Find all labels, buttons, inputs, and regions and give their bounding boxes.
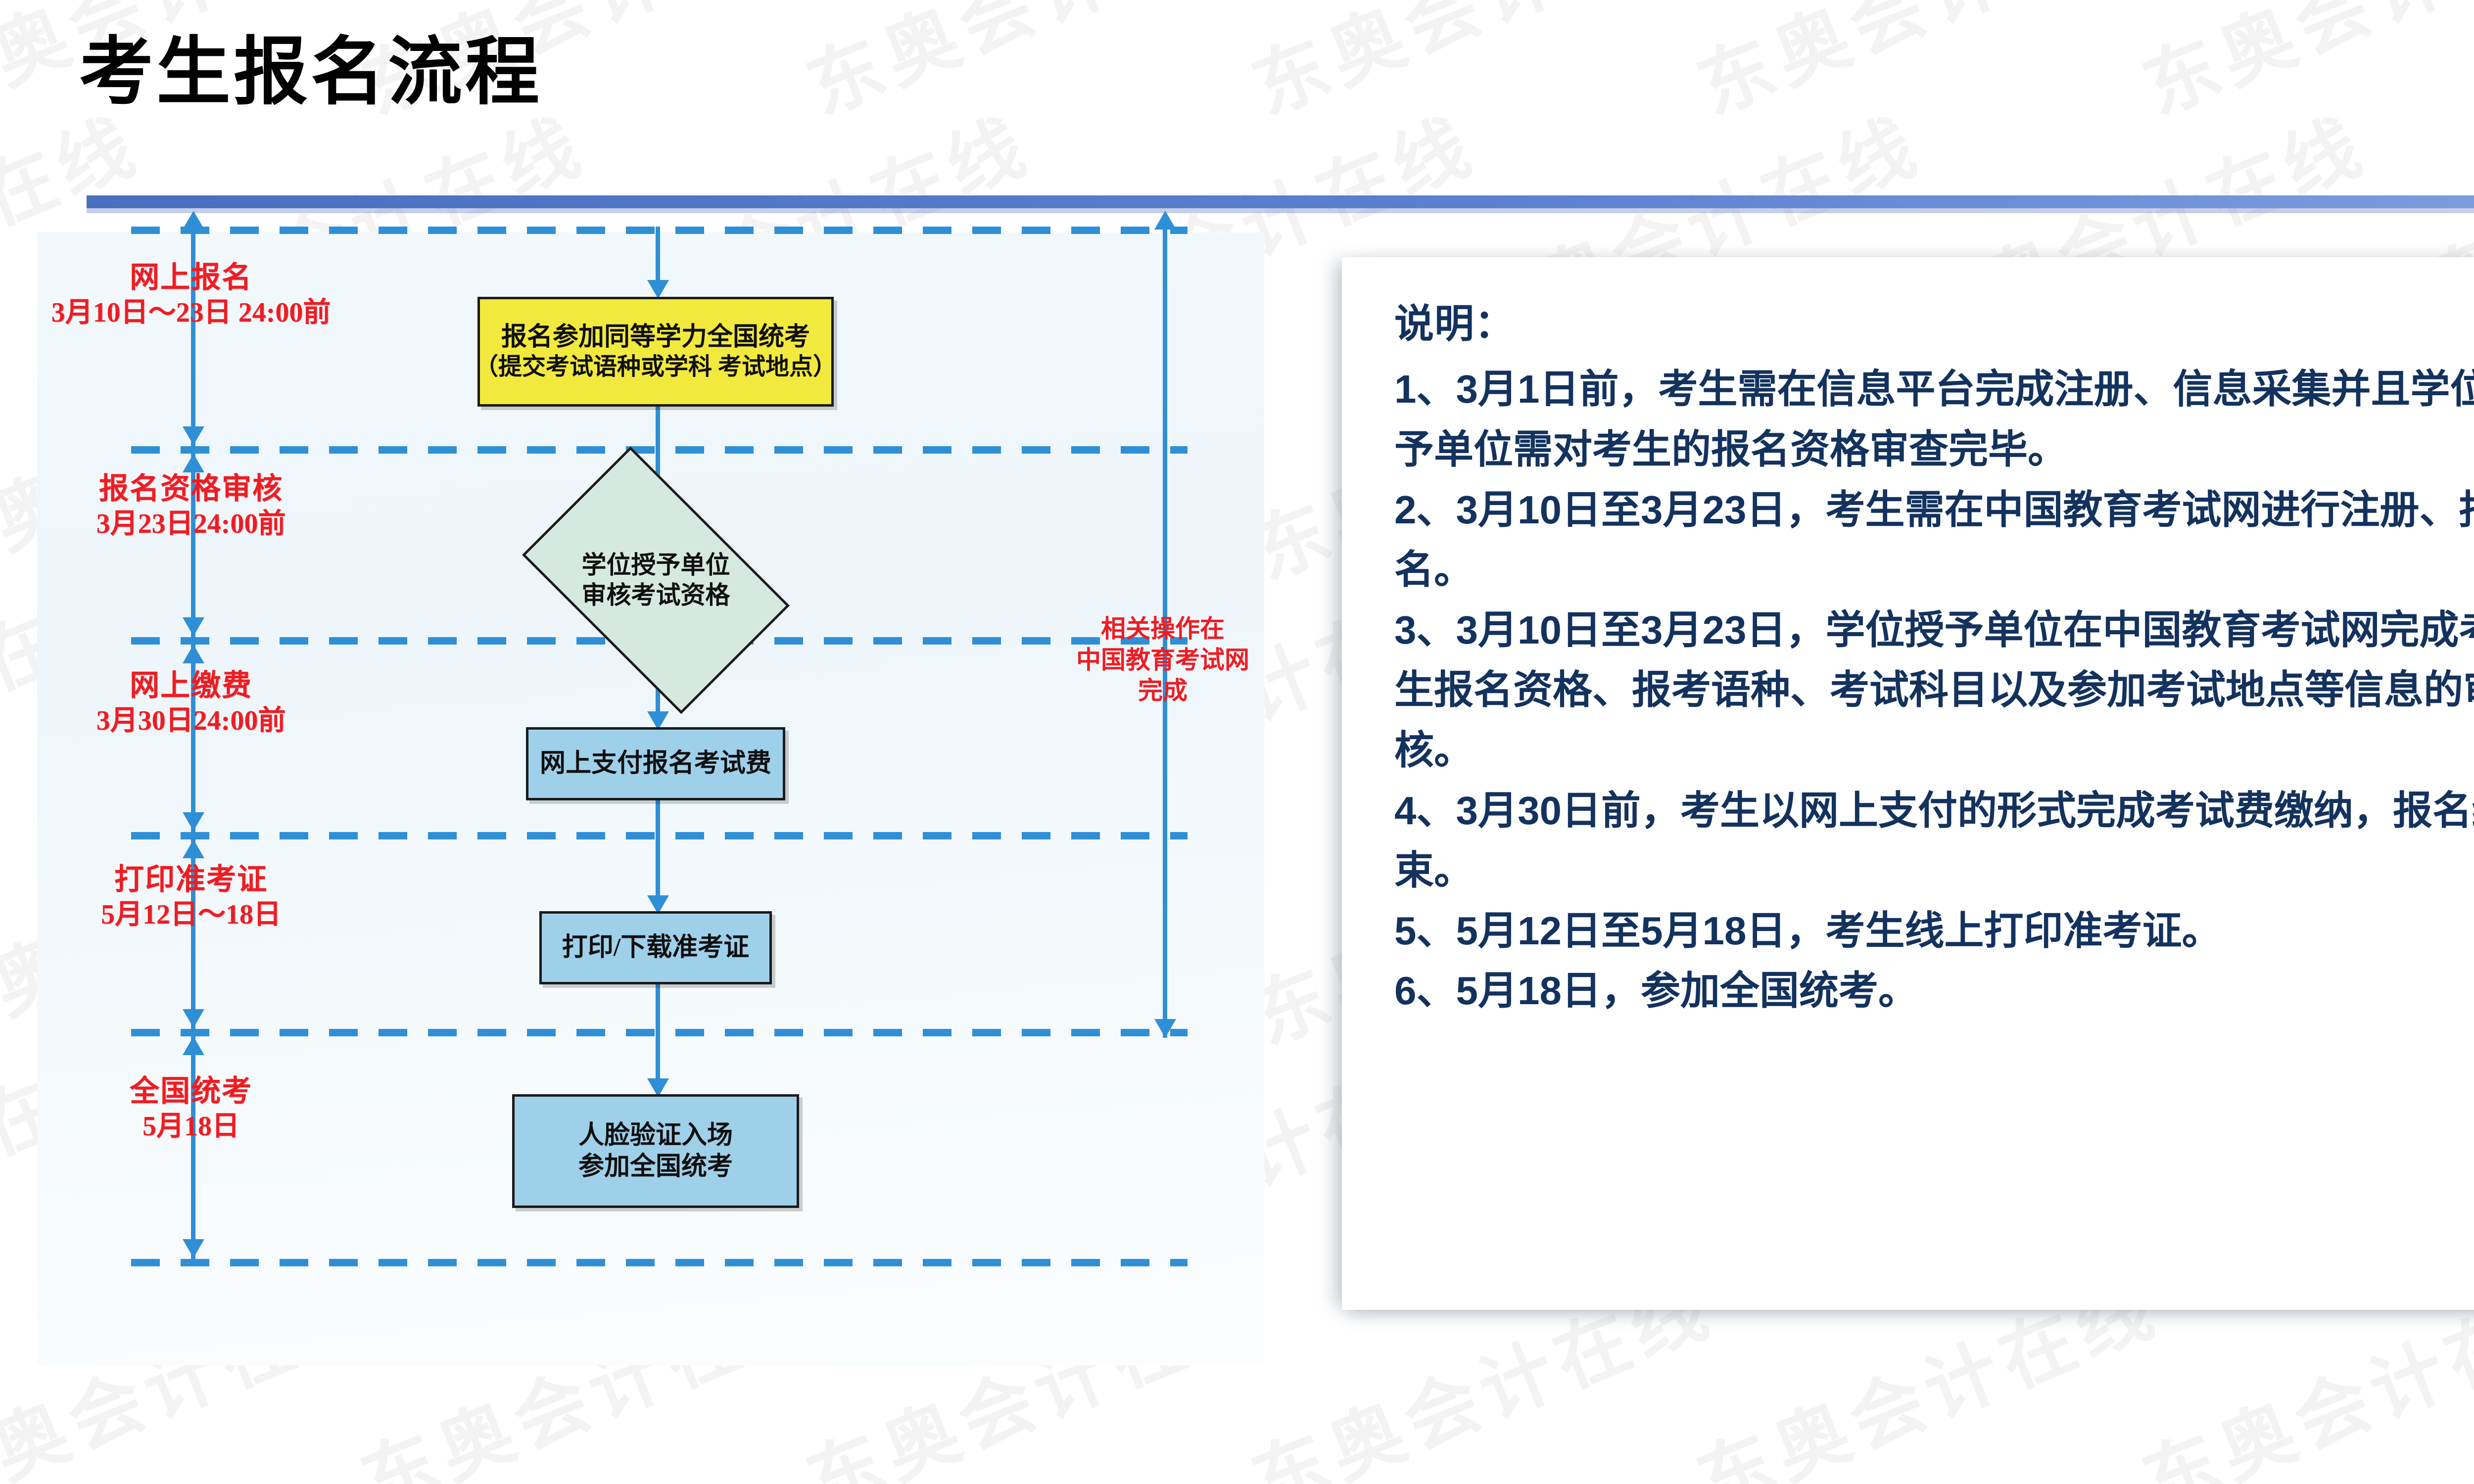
stage-label-name: 报名资格审核 [99, 472, 283, 505]
node-line-1: 学位授予单位 [581, 551, 730, 579]
note-item-1: 1、3月1日前，考生需在信息平台完成注册、信息采集并且学位授予单位需对考生的报名… [1394, 367, 2474, 471]
left-arrow-seg2-down [183, 617, 204, 636]
node-line-2: （提交考试语种或学科 考试地点） [475, 354, 837, 380]
left-arrow-seg5-up [183, 1036, 204, 1055]
note-item-2: 2、3月10日至3月23日，考生需在中国教育考试网进行注册、报名。 [1394, 487, 2474, 592]
flowchart-side-note: 相关操作在 中国教育考试网 完成 [1076, 613, 1249, 706]
stage-label-date: 3月23日24:00前 [96, 509, 286, 540]
flow-node-print-ticket[interactable]: 打印/下载准考证 [539, 911, 772, 984]
watermark-text: 东奥会计在线 [1235, 0, 1726, 135]
stage-label-national-exam: 全国统考 5月18日 [130, 1073, 252, 1144]
diamond-label: 学位授予单位 审核考试资格 [582, 550, 730, 610]
stage-label-date: 3月10日～23日 24:00前 [51, 297, 331, 328]
flow-node-online-payment[interactable]: 网上支付报名考试费 [526, 727, 785, 800]
left-arrow-seg2-up [183, 454, 204, 472]
flow-node-qualification-review[interactable]: 学位授予单位 审核考试资格 [522, 446, 790, 714]
side-note-line-1: 相关操作在 [1101, 615, 1225, 643]
node-line-1: 打印/下载准考证 [562, 933, 750, 962]
node-line-1: 报名参加同等学力全国统考 [501, 323, 810, 351]
stage-label-name: 打印准考证 [114, 863, 268, 896]
center-arrow-into-exam [647, 1078, 669, 1097]
center-arrow-into-ticket [647, 895, 669, 914]
watermark-text: 东奥会计在线 [2125, 0, 2474, 135]
right-arrow-bottom [1154, 1019, 1176, 1038]
right-axis-line [1163, 227, 1167, 1038]
flow-node-face-verify-exam[interactable]: 人脸验证入场 参加全国统考 [512, 1094, 799, 1208]
center-line-top [656, 227, 660, 288]
node-line-2: 审核考试资格 [581, 581, 730, 609]
center-arrow-into-register [647, 280, 669, 299]
note-item-4: 4、3月30日前，考生以网上支付的形式完成考试费缴纳，报名结束。 [1394, 788, 2474, 893]
left-arrow-top [183, 211, 204, 230]
note-item-3: 3、3月10日至3月23日，学位授予单位在中国教育考试网完成考生报名资格、报考语… [1394, 607, 2474, 772]
stage-label-qualification-review: 报名资格审核 3月23日24:00前 [96, 471, 286, 541]
page-title: 考生报名流程 [79, 30, 543, 113]
stage-label-name: 网上报名 [130, 261, 252, 294]
node-line-1: 人脸验证入场 [578, 1121, 733, 1150]
center-line-ticket-to-exam [656, 984, 660, 1091]
stage-label-date: 3月30日24:00前 [96, 705, 286, 737]
center-line-review-to-pay [656, 657, 660, 726]
center-line-pay-to-ticket [656, 800, 660, 908]
left-arrow-seg3-down [183, 812, 204, 831]
side-note-line-3: 完成 [1138, 677, 1188, 704]
left-arrow-seg4-up [183, 839, 204, 858]
notes-heading: 说明： [1394, 302, 1515, 346]
note-item-5: 5、5月12日至5月18日，考生线上打印准考证。 [1394, 908, 2222, 953]
left-arrow-seg1-down [183, 426, 204, 445]
side-note-line-2: 中国教育考试网 [1076, 646, 1249, 674]
right-arrow-top [1154, 211, 1176, 230]
flowchart-panel: 网上报名 3月10日～23日 24:00前 报名资格审核 3月23日24:00前… [37, 211, 1264, 1365]
center-arrow-into-pay [647, 711, 669, 730]
notes-card: 说明： 1、3月1日前，考生需在信息平台完成注册、信息采集并且学位授予单位需对考… [1342, 257, 2474, 1310]
title-divider-rule [87, 195, 2474, 208]
stage-label-date: 5月18日 [143, 1111, 239, 1142]
watermark-text: 东奥会计在线 [1680, 0, 2172, 135]
center-line-register-to-review [656, 406, 660, 497]
stage-label-name: 全国统考 [130, 1075, 252, 1108]
stage-label-date: 5月12日～18日 [101, 899, 281, 930]
note-item-6: 6、5月18日，参加全国统考。 [1394, 969, 1918, 1013]
stage-label-online-registration: 网上报名 3月10日～23日 24:00前 [51, 260, 331, 330]
left-axis-line [191, 227, 195, 1260]
stage-label-print-admission-ticket: 打印准考证 5月12日～18日 [101, 862, 281, 932]
left-arrow-seg4-down [183, 1009, 204, 1028]
watermark-text: 东奥会计在线 [789, 0, 1281, 135]
title-rule-shadow [87, 208, 2474, 213]
stage-label-name: 网上缴费 [130, 669, 252, 702]
stage-label-online-payment: 网上缴费 3月30日24:00前 [96, 668, 286, 738]
left-arrow-bottom [183, 1239, 204, 1258]
notes-content: 说明： 1、3月1日前，考生需在信息平台完成注册、信息采集并且学位授予单位需对考… [1342, 257, 2474, 1021]
node-line-2: 参加全国统考 [578, 1153, 733, 1181]
node-line-1: 网上支付报名考试费 [539, 749, 771, 778]
dashed-separator-6 [131, 1259, 1188, 1266]
left-arrow-seg3-up [183, 645, 204, 663]
flow-node-register-for-exam[interactable]: 报名参加同等学力全国统考 （提交考试语种或学科 考试地点） [475, 297, 837, 407]
